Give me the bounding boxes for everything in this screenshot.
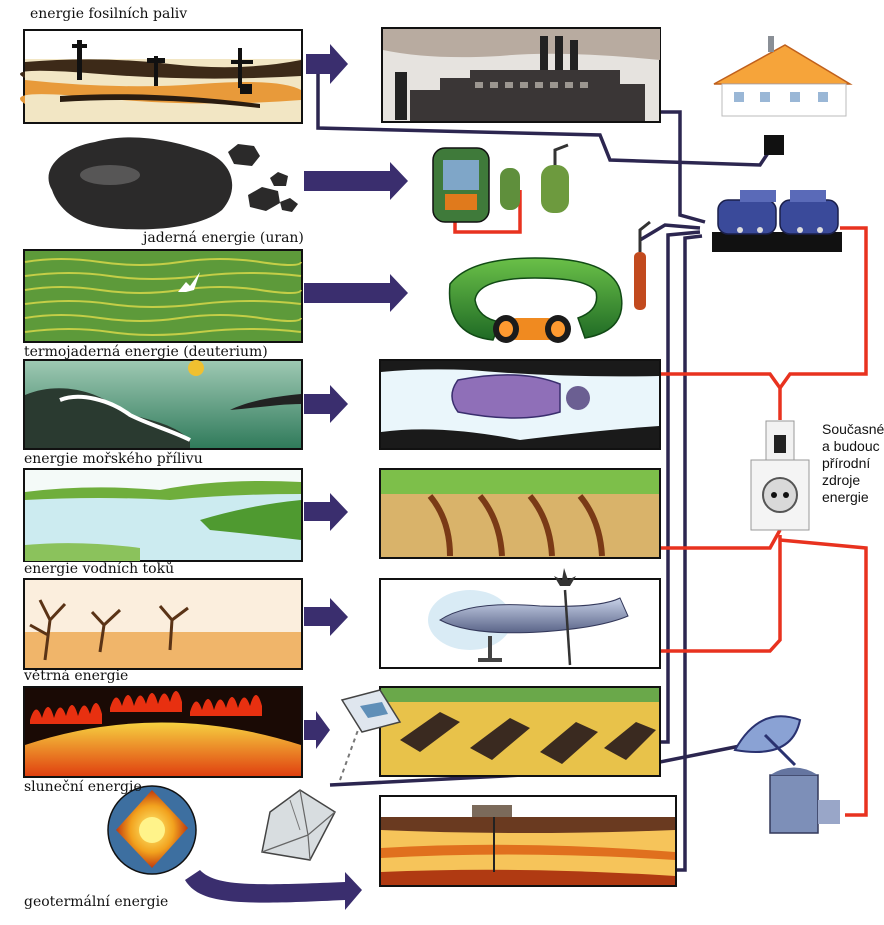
label-wind: větrná energie bbox=[24, 668, 129, 684]
house bbox=[713, 36, 853, 117]
arrow-solar bbox=[304, 711, 330, 749]
nuclear-reactor bbox=[432, 143, 569, 223]
tidal-turbine bbox=[379, 359, 661, 450]
panel-hydro bbox=[23, 468, 303, 562]
hydro-dam bbox=[379, 468, 661, 559]
label-geothermal: geotermální energie bbox=[24, 894, 169, 910]
arrow-fossil bbox=[306, 44, 348, 84]
arrow-hydro bbox=[304, 493, 348, 531]
coal-lumps bbox=[48, 137, 298, 230]
side-note: Současné a budouc přírodní zdroje energi… bbox=[822, 421, 884, 505]
power-plant bbox=[381, 27, 661, 123]
label-hydro: energie vodních toků bbox=[24, 561, 175, 577]
panel-fusion-sea bbox=[23, 249, 303, 343]
wind-turbine bbox=[379, 568, 661, 669]
earth-cross-section bbox=[107, 785, 197, 875]
label-fusion: termojaderná energie (deuterium) bbox=[24, 344, 268, 360]
source-arrows bbox=[185, 44, 408, 910]
panel-fossil-fuels bbox=[20, 29, 303, 124]
wall-switch bbox=[765, 420, 795, 466]
label-nuclear: jaderná energie (uran) bbox=[143, 230, 304, 246]
geothermal-layers bbox=[379, 795, 677, 887]
arrow-nuclear bbox=[304, 162, 408, 200]
wall-socket bbox=[750, 459, 810, 531]
fusion-tokamak bbox=[448, 220, 651, 343]
dish-antenna bbox=[733, 715, 840, 834]
meter-box bbox=[764, 135, 784, 155]
satellite-panel bbox=[261, 729, 359, 861]
generator bbox=[712, 190, 842, 252]
arrow-wind bbox=[304, 598, 348, 636]
panel-tidal bbox=[23, 359, 303, 450]
label-solar: sluneční energie bbox=[24, 779, 142, 795]
arrow-fusion bbox=[304, 274, 408, 312]
label-fossil: energie fosilních paliv bbox=[30, 6, 188, 22]
solar-field bbox=[340, 686, 661, 777]
arrow-tidal bbox=[304, 385, 348, 423]
arrow-geothermal bbox=[185, 870, 362, 910]
panel-solar bbox=[23, 686, 303, 778]
label-tidal: energie mořského přílivu bbox=[24, 451, 203, 467]
panel-wind bbox=[23, 578, 303, 670]
